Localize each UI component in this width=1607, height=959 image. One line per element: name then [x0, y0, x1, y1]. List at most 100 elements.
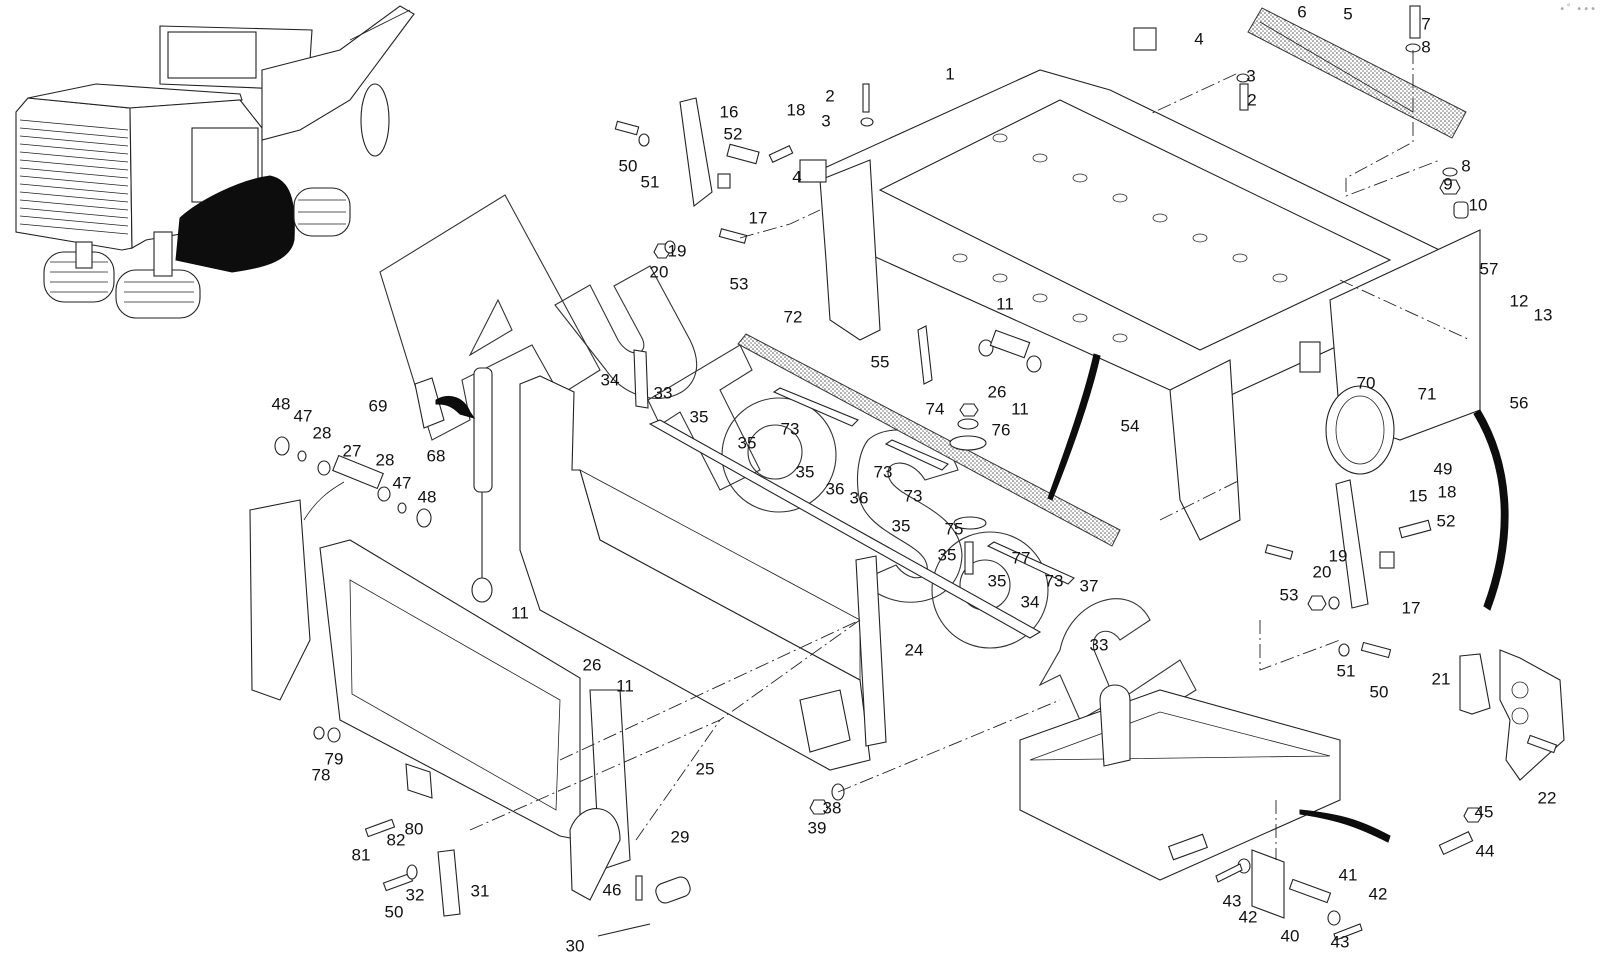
- callout-16: 16: [720, 102, 739, 121]
- callout-18: 18: [787, 100, 806, 119]
- callout-50: 50: [385, 902, 404, 921]
- callout-38: 38: [823, 798, 842, 817]
- callout-80: 80: [405, 819, 424, 838]
- callout-20: 20: [1313, 562, 1332, 581]
- hydraulic-cylinder-68: [414, 367, 493, 603]
- callout-11: 11: [1011, 399, 1029, 418]
- assembly-dash-lines: [469, 209, 1471, 860]
- callout-30: 30: [566, 936, 585, 955]
- callout-43: 43: [1223, 891, 1242, 910]
- callout-35: 35: [938, 545, 957, 564]
- fasteners-top-right: [1133, 5, 1469, 219]
- callout-17: 17: [1402, 598, 1421, 617]
- callout-73: 73: [781, 419, 800, 438]
- callout-34: 34: [601, 370, 620, 389]
- callout-35: 35: [892, 516, 911, 535]
- dash-leaders-top: [1149, 50, 1441, 197]
- callout-70: 70: [1357, 373, 1376, 392]
- callout-1: 1: [945, 64, 954, 83]
- guide-bracket-15-assembly: [1264, 479, 1432, 659]
- reference-arrows: [303, 353, 1509, 611]
- callout-21: 21: [1432, 669, 1451, 688]
- callout-44: 44: [1476, 841, 1495, 860]
- parts-74-77: [949, 403, 987, 575]
- callout-32: 32: [406, 885, 425, 904]
- callout-26: 26: [988, 382, 1007, 401]
- callout-52: 52: [724, 124, 743, 143]
- callout-52: 52: [1437, 511, 1456, 530]
- callout-24: 24: [905, 640, 924, 659]
- callout-71: 71: [1418, 384, 1437, 403]
- callout-9: 9: [1443, 174, 1452, 193]
- callout-13: 13: [1534, 305, 1553, 324]
- callout-56: 56: [1510, 393, 1529, 412]
- guide-bracket-16-assembly: [614, 83, 874, 259]
- callout-77: 77: [1012, 548, 1031, 567]
- callout-35: 35: [796, 462, 815, 481]
- callout-11: 11: [511, 603, 529, 622]
- callout-68: 68: [427, 446, 446, 465]
- callout-10: 10: [1469, 195, 1488, 214]
- callout-17: 17: [749, 208, 768, 227]
- callout-45: 45: [1475, 802, 1494, 821]
- middle-frame: [519, 349, 887, 771]
- callout-28: 28: [313, 423, 332, 442]
- side-rail-35: [648, 419, 1042, 639]
- callout-47: 47: [393, 473, 412, 492]
- callout-36: 36: [850, 488, 869, 507]
- callout-51: 51: [1337, 661, 1356, 680]
- callout-73: 73: [874, 462, 893, 481]
- fasteners-lower-left: [313, 726, 691, 937]
- callout-22: 22: [1538, 788, 1557, 807]
- corner-indicator: •˚ •••: [1559, 4, 1597, 15]
- machine-overview-illustration: [15, 5, 415, 319]
- wear-strip-72: [737, 333, 1121, 547]
- callout-40: 40: [1281, 926, 1300, 945]
- callout-50: 50: [619, 156, 638, 175]
- callout-18: 18: [1438, 482, 1457, 501]
- callout-54: 54: [1121, 416, 1140, 435]
- callout-29: 29: [671, 827, 690, 846]
- callout-35: 35: [690, 407, 709, 426]
- callout-51: 51: [641, 172, 660, 191]
- callout-4: 4: [1194, 29, 1203, 48]
- callout-8: 8: [1421, 37, 1430, 56]
- callout-15: 15: [1409, 486, 1428, 505]
- callout-82: 82: [387, 830, 406, 849]
- callout-42: 42: [1239, 907, 1258, 926]
- callout-53: 53: [1280, 585, 1299, 604]
- callout-28: 28: [376, 450, 395, 469]
- callout-3: 3: [1246, 66, 1255, 85]
- callout-49: 49: [1434, 459, 1453, 478]
- callout-43: 43: [1331, 932, 1350, 951]
- callout-19: 19: [1329, 546, 1348, 565]
- callout-53: 53: [730, 274, 749, 293]
- callout-79: 79: [325, 749, 344, 768]
- callout-31: 31: [471, 881, 490, 900]
- callout-42: 42: [1369, 884, 1388, 903]
- main-frame: [819, 69, 1481, 541]
- callout-69: 69: [369, 396, 388, 415]
- callout-33: 33: [654, 383, 673, 402]
- callout-7: 7: [1421, 14, 1430, 33]
- callout-20: 20: [650, 262, 669, 281]
- wear-plate-5: [1247, 7, 1467, 139]
- pin-26-middle: [917, 325, 1042, 385]
- callout-25: 25: [696, 759, 715, 778]
- callout-50: 50: [1370, 682, 1389, 701]
- callout-78: 78: [312, 765, 331, 784]
- guide-rails-73: [772, 387, 1075, 585]
- callout-55: 55: [871, 352, 890, 371]
- callout-48: 48: [418, 487, 437, 506]
- callout-36: 36: [826, 479, 845, 498]
- callout-35: 35: [738, 433, 757, 452]
- callout-3: 3: [821, 111, 830, 130]
- callout-81: 81: [352, 845, 371, 864]
- callout-47: 47: [294, 406, 313, 425]
- callout-33: 33: [1090, 635, 1109, 654]
- callout-57: 57: [1480, 259, 1499, 278]
- callout-34: 34: [1021, 592, 1040, 611]
- callout-26: 26: [583, 655, 602, 674]
